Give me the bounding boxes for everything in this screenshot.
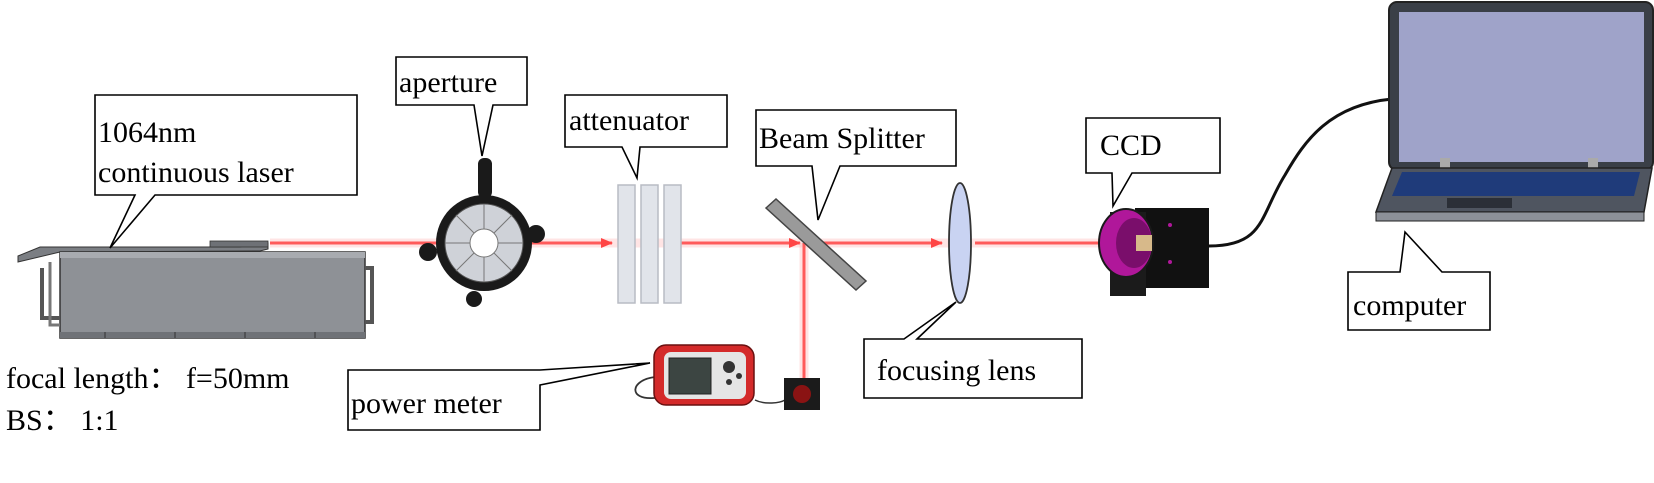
attenuator-plates bbox=[617, 184, 682, 304]
focusing-lens-label: focusing lens bbox=[877, 354, 1036, 387]
callout-attenuator: attenuator bbox=[564, 94, 728, 181]
callout-ccd: CCD bbox=[1085, 117, 1221, 209]
laser-device bbox=[17, 240, 374, 339]
beam-splitter-plate bbox=[764, 197, 868, 292]
laser-label-line2: continuous laser bbox=[98, 156, 294, 189]
callout-power-meter: power meter bbox=[347, 362, 651, 431]
ccd-to-computer-cable bbox=[1208, 97, 1393, 248]
ccd-label: CCD bbox=[1100, 129, 1162, 162]
power-meter-label: power meter bbox=[351, 387, 502, 420]
laser-beam bbox=[270, 238, 1140, 393]
callout-focusing-lens: focusing lens bbox=[863, 301, 1083, 399]
power-detector-head bbox=[754, 378, 820, 410]
laser-label-line1: 1064nm bbox=[98, 116, 196, 149]
aperture-device bbox=[419, 158, 545, 307]
callout-computer: computer bbox=[1347, 230, 1491, 331]
power-meter-device bbox=[634, 344, 755, 406]
attenuator-label: attenuator bbox=[569, 104, 689, 137]
ccd-camera bbox=[1098, 208, 1209, 296]
laptop-computer bbox=[1374, 1, 1654, 222]
computer-label: computer bbox=[1353, 289, 1466, 322]
aperture-label: aperture bbox=[399, 66, 497, 99]
callout-aperture: aperture bbox=[395, 56, 528, 157]
beam-splitter-ratio-note: BS： 1:1 bbox=[6, 404, 119, 437]
callout-beam-splitter: Beam Splitter bbox=[755, 109, 957, 221]
callout-laser: 1064nm continuous laser bbox=[94, 94, 358, 249]
focal-length-note: focal length： f=50mm bbox=[6, 362, 290, 395]
beam-splitter-label: Beam Splitter bbox=[759, 122, 925, 155]
focusing-lens-element bbox=[948, 182, 972, 304]
